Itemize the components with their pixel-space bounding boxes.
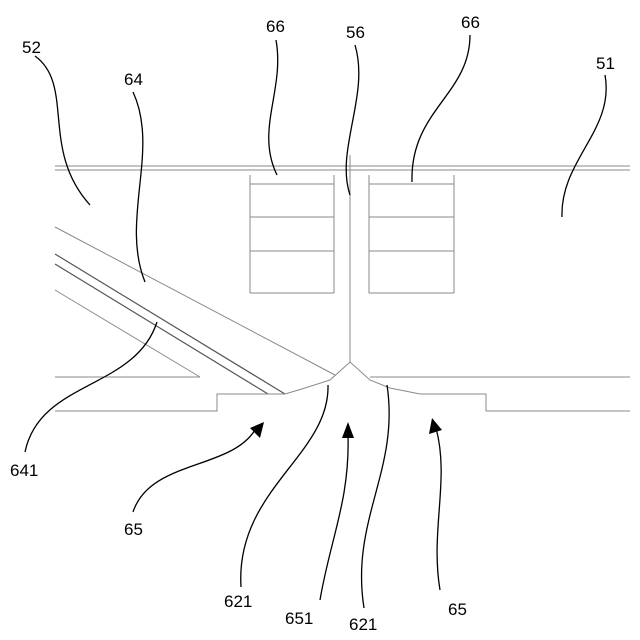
leader-621-right <box>362 385 390 608</box>
arrow-head-65-right <box>429 418 442 434</box>
leader-621-left <box>241 385 328 587</box>
diagonal-wall <box>55 227 335 394</box>
leader-52 <box>35 56 90 205</box>
leader-66-left <box>269 40 278 175</box>
leader-641 <box>25 322 157 452</box>
throat-apex <box>285 362 420 394</box>
arrow-head-65-left <box>250 422 264 438</box>
arrows <box>133 418 442 600</box>
label-56: 56 <box>346 23 365 42</box>
leader-51 <box>562 75 606 217</box>
leader-lines <box>25 35 606 608</box>
base-profile <box>55 377 630 411</box>
label-641: 641 <box>10 461 38 480</box>
label-51: 51 <box>596 54 615 73</box>
label-52: 52 <box>22 38 41 57</box>
label-651: 651 <box>285 609 313 628</box>
label-621-left: 621 <box>224 592 252 611</box>
reference-labels: 52 64 66 56 66 51 641 65 621 651 621 65 <box>10 13 615 634</box>
label-65-right: 65 <box>448 600 467 619</box>
label-64: 64 <box>124 70 143 89</box>
leader-56 <box>346 45 359 195</box>
leader-64 <box>133 92 145 282</box>
right-stack <box>369 175 454 293</box>
label-65-left: 65 <box>124 520 143 539</box>
label-66-left: 66 <box>266 17 285 36</box>
label-621-right: 621 <box>349 615 377 634</box>
label-66-right: 66 <box>461 13 480 32</box>
leader-66-right <box>412 35 470 182</box>
left-stack <box>250 175 334 293</box>
arrow-head-651 <box>342 422 354 438</box>
